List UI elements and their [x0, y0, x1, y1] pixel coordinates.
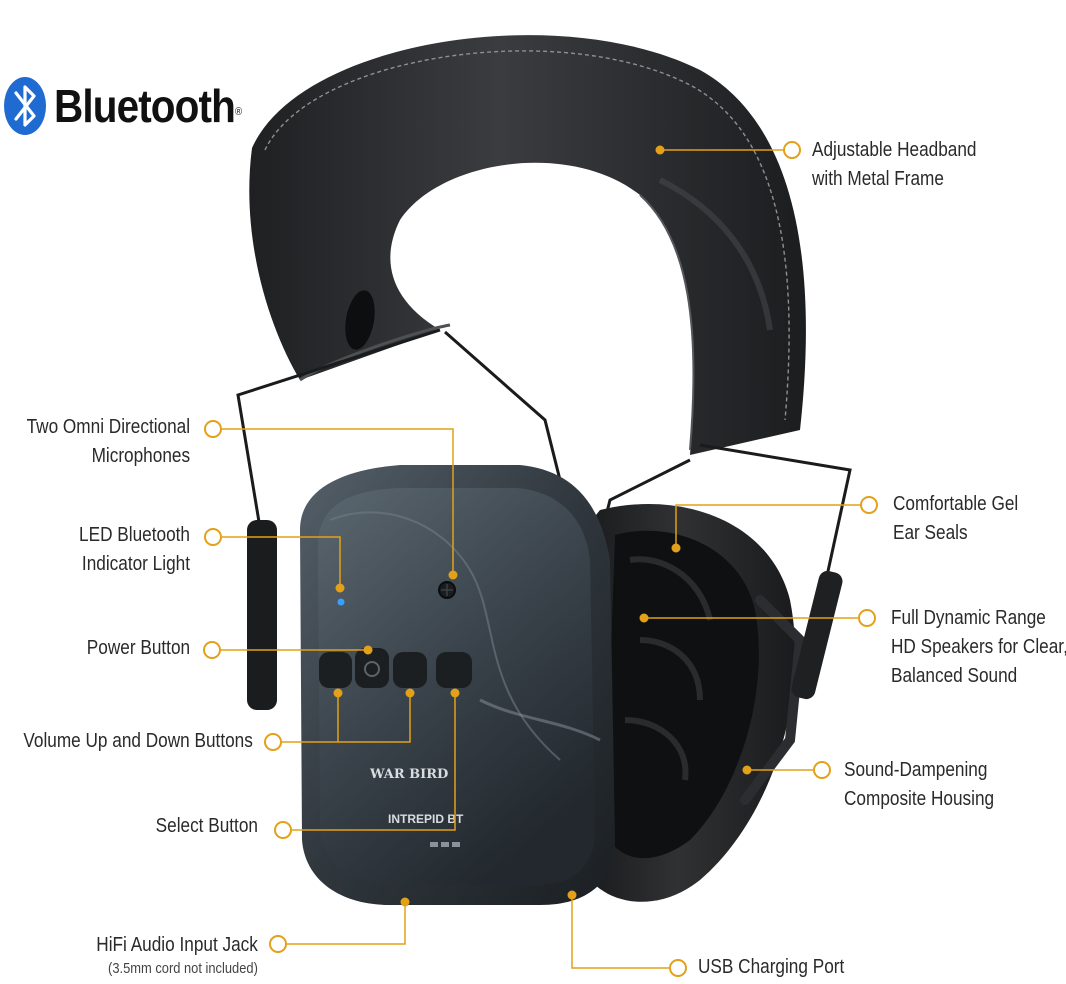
- volume-up-button: [393, 652, 427, 688]
- power-button: [355, 648, 389, 688]
- warbird-logo: WAR BIRD INTREPID BT: [369, 767, 464, 847]
- callout-power: Power Button: [86, 637, 190, 659]
- power-icon: [364, 661, 380, 677]
- select-button: [436, 652, 472, 688]
- callout-select: Select Button: [155, 815, 258, 837]
- callout-audio-jack: HiFi Audio Input Jack(3.5mm cord not inc…: [96, 934, 258, 977]
- volume-down-button: [319, 652, 352, 688]
- callout-usb: USB Charging Port: [698, 956, 845, 978]
- callout-rings: [203, 141, 878, 977]
- led-indicator-icon: [337, 598, 345, 606]
- leader-lines: [221, 149, 860, 969]
- ear-cup-far: [560, 504, 806, 902]
- callout-volume: Volume Up and Down Buttons: [23, 730, 253, 752]
- headband: [249, 35, 806, 456]
- product-model-text: INTREPID BT: [388, 812, 464, 826]
- bluetooth-wordmark-text: Bluetooth: [54, 80, 236, 132]
- control-panel: WAR BIRD INTREPID BT: [319, 581, 472, 847]
- far-arm-post: [791, 570, 843, 700]
- left-arm-post: [247, 520, 277, 710]
- bluetooth-wordmark: Bluetooth®: [54, 80, 242, 132]
- callout-dots: [333, 145, 752, 907]
- registered-mark: ®: [234, 106, 242, 118]
- bluetooth-logo-icon: [4, 77, 46, 135]
- product-logo-text: WAR BIRD: [369, 767, 448, 782]
